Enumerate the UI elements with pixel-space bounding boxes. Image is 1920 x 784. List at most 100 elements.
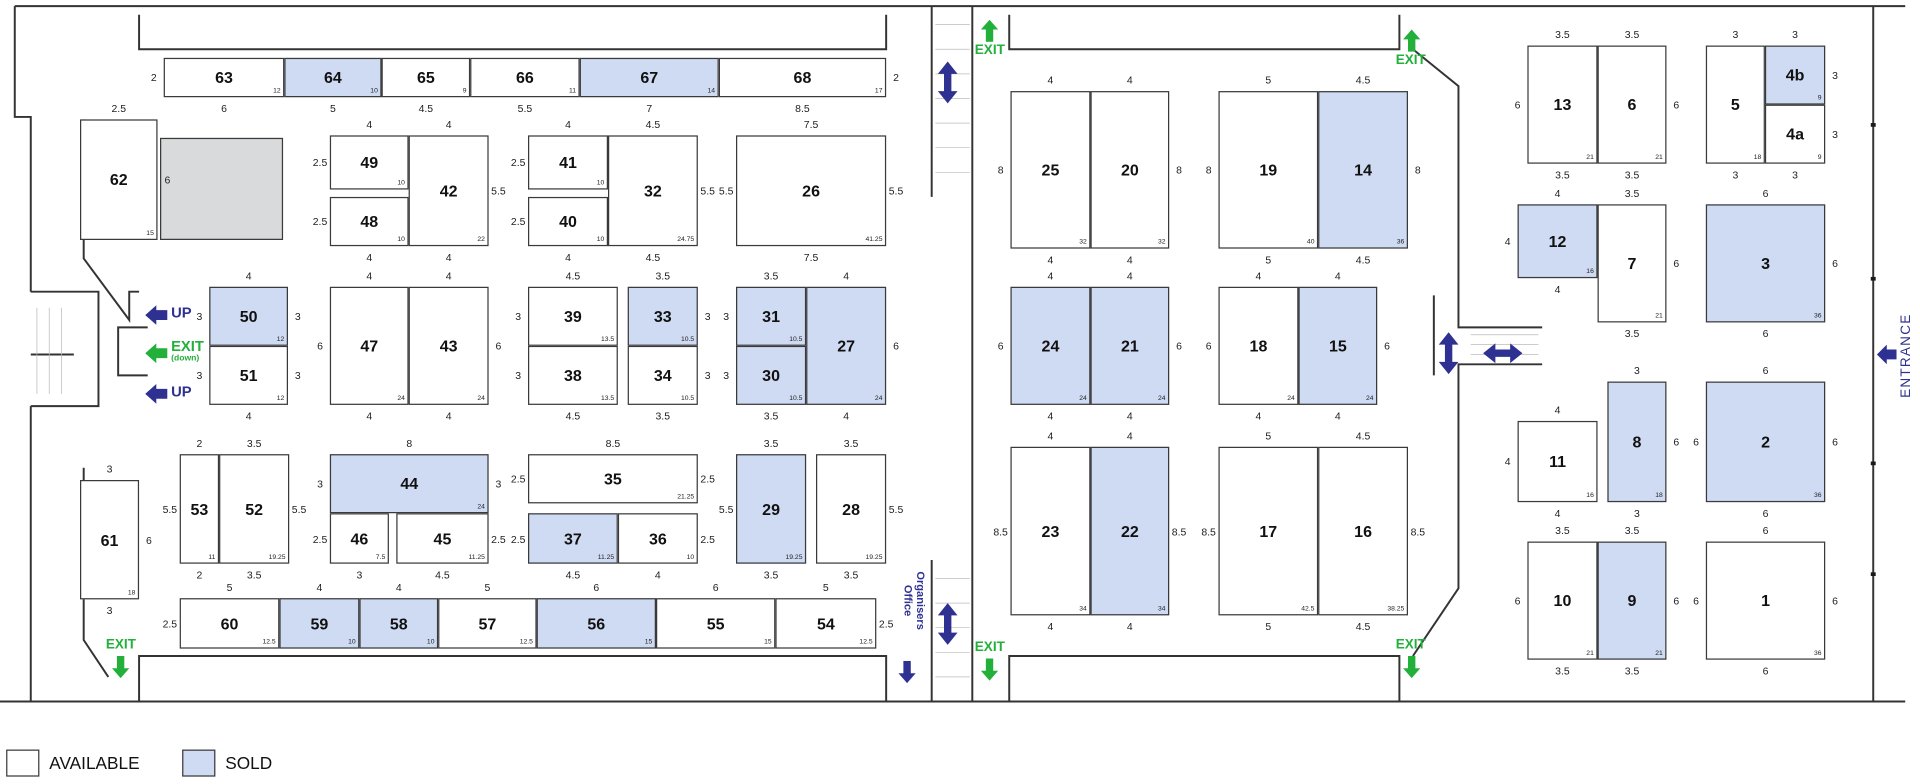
booth-number: 9 — [1627, 591, 1637, 610]
exit-arrow-left-icon — [145, 343, 168, 364]
booth-34-depth-dimension: 3 — [704, 369, 711, 382]
booth-24-width-dimension: 4 — [1047, 409, 1054, 423]
booth-53-width-dimension: 2 — [196, 436, 203, 450]
booth-34-width-dimension: 3.5 — [655, 409, 671, 423]
booth-area: 24 — [397, 395, 405, 403]
booth-58-width-dimension: 4 — [395, 580, 402, 594]
booth-9-width-dimension: 3.5 — [1624, 664, 1640, 677]
booth-area: 12 — [276, 395, 285, 403]
double-arrow-horizontal-icon — [1483, 343, 1523, 364]
reserved-area — [160, 137, 284, 241]
booth-20-depth-dimension: 8 — [1176, 163, 1182, 177]
booth-9-depth-dimension: 6 — [1673, 594, 1680, 607]
booth-area: 13.5 — [600, 336, 615, 344]
booth-59-width-dimension: 4 — [316, 580, 323, 594]
booth-number: 14 — [1354, 160, 1372, 180]
up-label: UP — [171, 382, 192, 401]
booth-60-width-dimension: 5 — [226, 580, 233, 594]
booth-number: 63 — [215, 68, 233, 87]
booth-27-depth-dimension: 6 — [893, 339, 899, 353]
booth-3-width-dimension: 6 — [1762, 187, 1769, 200]
booth-area: 10 — [397, 236, 405, 244]
booth-21-width-dimension: 4 — [1126, 409, 1133, 423]
booth-area: 16 — [1586, 492, 1594, 500]
booth-number: 25 — [1041, 160, 1060, 180]
booth-38-width-dimension: 4.5 — [565, 409, 581, 423]
up-label: UP — [171, 304, 192, 322]
booth-31-width-dimension: 3.5 — [763, 269, 779, 282]
booth-30-width-dimension: 3.5 — [763, 409, 779, 423]
